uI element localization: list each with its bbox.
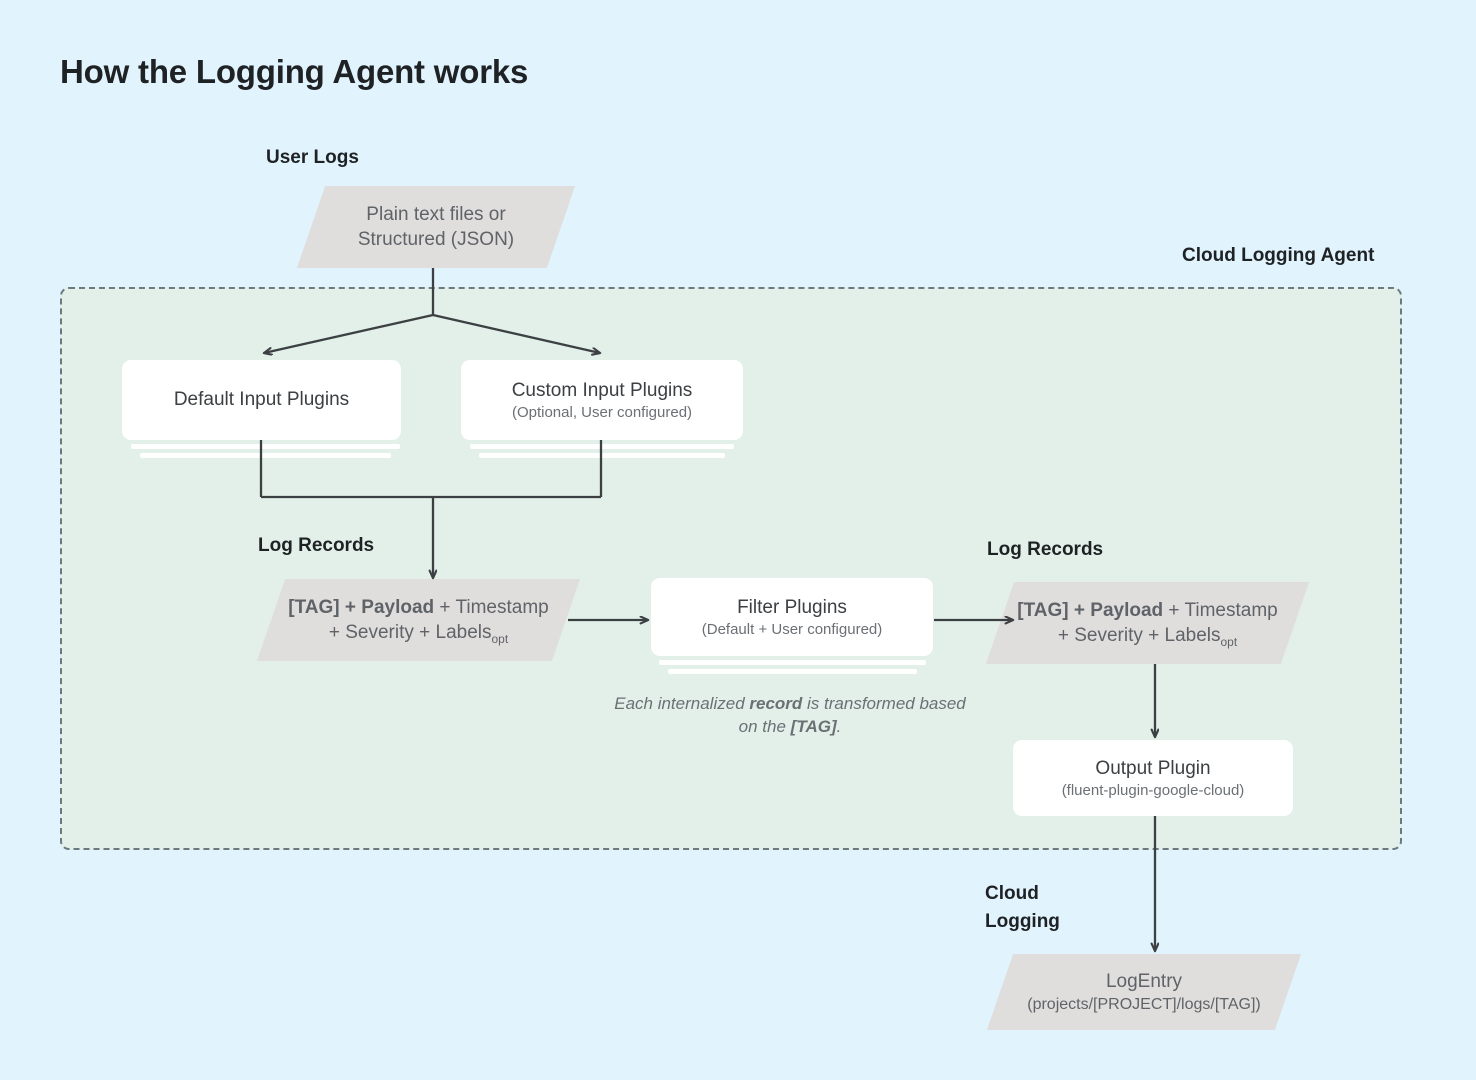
filter-plugins-title: Filter Plugins [737, 596, 847, 618]
label-cloud-logging: Cloud Logging [985, 880, 1060, 935]
log-record-right-line2: + Severity + Labelsopt [1057, 623, 1238, 649]
log-record-right-bold: [TAG] + Payload [1017, 599, 1164, 621]
filter-plugins-stack-bar-2 [668, 669, 917, 674]
annotation-part2: is transformed based on the [738, 694, 966, 737]
log-record-right-line1: [TAG] + Payload + Timestamp [1017, 598, 1277, 623]
filter-plugins-annotation: Each internalized record is transformed … [614, 692, 966, 739]
user-logs-source-text: Plain text files or Structured (JSON) [311, 186, 561, 268]
label-log-records-left: Log Records [258, 535, 375, 556]
annotation-part1: Each internalized [614, 694, 750, 713]
user-logs-line1: Plain text files or [366, 203, 506, 225]
log-record-left-line1: [TAG] + Payload + Timestamp [288, 595, 548, 620]
page-title: How the Logging Agent works [60, 53, 529, 90]
custom-input-plugins-stack-bar-2 [479, 453, 725, 458]
label-cloud-logging-line1: Cloud [985, 883, 1039, 904]
default-input-plugins-stack-bar-2 [140, 453, 391, 458]
default-input-plugins-stack-bar-1 [131, 444, 400, 449]
label-cloud-logging-agent: Cloud Logging Agent [1182, 245, 1375, 266]
log-record-right-subscript: opt [1220, 634, 1238, 649]
output-plugin-title: Output Plugin [1095, 757, 1211, 779]
log-entry-subtitle: (projects/[PROJECT]/logs/[TAG]) [1027, 996, 1261, 1013]
log-entry-text: LogEntry (projects/[PROJECT]/logs/[TAG]) [1000, 954, 1288, 1030]
filter-plugins-stack-bar-1 [659, 660, 926, 665]
label-log-records-right: Log Records [987, 539, 1104, 560]
log-record-left-line2: + Severity + Labelsopt [328, 620, 509, 646]
annotation-part3: . [836, 717, 842, 737]
log-record-left-rest: + Timestamp [434, 596, 549, 618]
filter-plugins-subtitle: (Default + User configured) [701, 620, 883, 638]
log-record-right-rest: + Timestamp [1163, 599, 1278, 621]
filter-plugins-card[interactable]: Filter Plugins (Default + User configure… [651, 578, 933, 656]
log-record-right-text: [TAG] + Payload + Timestamp + Severity +… [1000, 582, 1295, 664]
log-record-right-line2-text: + Severity + Labels [1057, 625, 1221, 646]
log-record-left-bold: [TAG] + Payload [288, 596, 435, 618]
output-plugin-card[interactable]: Output Plugin (fluent-plugin-google-clou… [1013, 740, 1293, 816]
output-plugin-subtitle: (fluent-plugin-google-cloud) [1061, 781, 1245, 799]
annotation-bold2: [TAG] [790, 717, 837, 737]
custom-input-plugins-subtitle: (Optional, User configured) [511, 403, 693, 421]
user-logs-line2: Structured (JSON) [357, 229, 515, 250]
custom-input-plugins-card[interactable]: Custom Input Plugins (Optional, User con… [461, 360, 743, 440]
custom-input-plugins-title: Custom Input Plugins [511, 379, 693, 401]
log-record-left-text: [TAG] + Payload + Timestamp + Severity +… [271, 579, 566, 661]
default-input-plugins-title: Default Input Plugins [173, 389, 350, 411]
annotation-bold1: record [749, 694, 803, 713]
log-entry-title: LogEntry [1105, 970, 1183, 992]
custom-input-plugins-stack-bar-1 [470, 444, 734, 449]
label-cloud-logging-line2: Logging [985, 910, 1060, 932]
log-record-left-line2-text: + Severity + Labels [328, 622, 492, 643]
label-user-logs: User Logs [266, 147, 359, 168]
log-record-left-subscript: opt [491, 631, 509, 646]
default-input-plugins-card[interactable]: Default Input Plugins [122, 360, 401, 440]
